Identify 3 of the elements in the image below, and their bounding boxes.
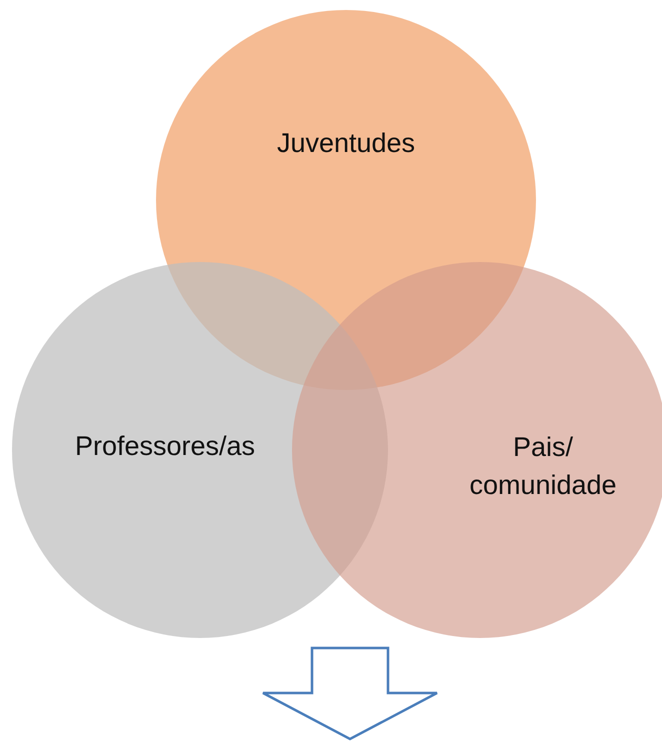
circle-label: Juventudes	[276, 127, 416, 160]
circle-label: Pais/ comunidade	[468, 431, 618, 502]
circle-label: Professores/as	[74, 430, 256, 463]
